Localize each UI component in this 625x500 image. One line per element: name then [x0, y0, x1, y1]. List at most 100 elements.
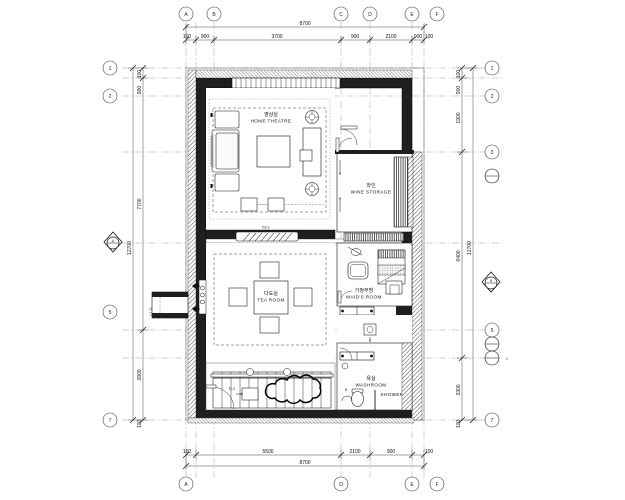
partition-note: Ɗ2-1: [262, 226, 270, 230]
bottom-wall-hatch: [187, 417, 415, 424]
dim-right-overall: 12700: [467, 241, 473, 255]
room-label-maids-room-ko: 가정부방: [355, 287, 374, 294]
washroom-note: B: [345, 388, 348, 392]
sofa: [210, 110, 240, 192]
dim-top-7: 100: [425, 34, 434, 40]
coffee-table: [256, 135, 291, 168]
dimensions-left: [128, 64, 148, 424]
room-home-theatre: 영상실 HOME THEATRE: [206, 88, 335, 230]
dim-left-4: 3900: [137, 369, 143, 380]
tea-chair: [259, 316, 280, 334]
wall-niche: [192, 279, 207, 315]
tea-chair: [259, 261, 280, 279]
left-edge-note: 1:1 Ɗ: [149, 307, 153, 316]
dim-right-5: 3300: [456, 384, 462, 395]
grid-bubble-top-4: D: [368, 12, 372, 18]
exterior-wall-hatch-right: [401, 342, 413, 411]
wine-storage-door: [335, 125, 358, 153]
wardrobe: [339, 306, 375, 316]
armchair: [347, 261, 369, 280]
grid-bubble-top-3: C: [339, 12, 343, 18]
dim-right-6: 100: [456, 420, 462, 429]
detail-callouts-right: 1: [484, 168, 508, 366]
dim-right-1: 100: [456, 70, 462, 79]
dim-top-3: 3700: [271, 34, 282, 40]
room-label-tea-room-en: TEA ROOM: [257, 298, 284, 303]
room-washroom: 욕실 WASHROOM SHOWER B: [336, 342, 413, 411]
grid-bubble-left-2: 2: [109, 94, 112, 100]
grid-bubble-left-1: 1: [109, 66, 112, 72]
room-label-shower-en: SHOWER: [380, 392, 403, 397]
room-maids-room: 가정부방 MAID'S ROOM: [336, 242, 413, 316]
dim-top-5: 2100: [385, 34, 396, 40]
grid-bubble-bottom-2: D: [339, 482, 343, 488]
grid-bubbles-left: 1 2 5 7: [102, 60, 118, 428]
dim-top-1: 100: [183, 34, 192, 40]
dim-bottom-2: 5500: [262, 449, 273, 455]
grid-bubble-left-3: 5: [109, 310, 112, 316]
corridor: [337, 315, 412, 343]
tea-chair: [293, 287, 313, 307]
dim-right-3: 1900: [456, 112, 462, 123]
room-label-wine-storage-en: WINE STORAGE: [351, 190, 391, 195]
dimensions-bottom: [182, 450, 428, 470]
stool: [240, 197, 258, 212]
dim-left-1: 100: [137, 70, 143, 79]
vanity: [339, 351, 375, 370]
grid-bubble-right-4: 5: [491, 328, 494, 334]
dim-top-overall: 8700: [299, 21, 310, 27]
tea-chair: [228, 287, 248, 307]
dim-bottom-4: 900: [387, 449, 396, 455]
left-entry-extension: [151, 291, 189, 319]
grid-bubble-top-5: E: [410, 12, 414, 18]
stair-fixture: [241, 387, 259, 401]
grid-bubble-bottom-3: E: [410, 482, 414, 488]
dimensions-right: [457, 64, 478, 424]
bed: [377, 249, 406, 285]
grid-bubble-bottom-1: A: [184, 482, 188, 488]
room-label-washroom-ko: 욕실: [366, 375, 376, 382]
grid-bubble-right-1: 1: [491, 66, 494, 72]
revision-tag: 1: [506, 357, 508, 361]
room-label-maids-room-en: MAID'S ROOM: [346, 295, 381, 300]
grid-bubble-left-4: 7: [109, 418, 112, 424]
tea-table: [253, 280, 289, 315]
wine-rack-lower: [343, 232, 405, 242]
grid-bubble-right-2: 2: [491, 94, 494, 100]
media-console: [299, 127, 322, 177]
round-side-table: [305, 110, 319, 196]
grid-bubble-top-6: F: [435, 12, 438, 18]
stool: [267, 197, 285, 212]
room-label-wine-storage-ko: 와인: [366, 182, 376, 189]
grid-bubble-top-2: B: [212, 12, 216, 18]
revision-cloud: [264, 374, 322, 405]
grid-bubble-top-1: A: [184, 12, 188, 18]
dim-left-2: 900: [137, 86, 143, 95]
room-label-home-theatre-ko: 영상실: [264, 111, 278, 118]
room-label-washroom-en: WASHROOM: [355, 383, 386, 388]
dim-left-3: 7700: [137, 198, 143, 209]
dim-right-4: 6400: [456, 250, 462, 261]
grid-bubble-right-5: 7: [491, 418, 494, 424]
bottom-wall: [196, 410, 402, 420]
dim-bottom-5: 100: [425, 449, 434, 455]
dim-right-2: 900: [456, 86, 462, 95]
section-marker-right-label: B: [490, 279, 493, 283]
section-marker-left-label: A: [112, 239, 115, 243]
grid-bubbles-top: A B C D E F: [178, 6, 445, 22]
stair-note: Ɗ-3: [229, 387, 235, 391]
room-wine-storage: 와인 WINE STORAGE: [335, 150, 414, 242]
central-partition: Ɗ2-1: [205, 226, 403, 244]
corridor-fixture: [363, 323, 377, 336]
section-marker-left: A: [103, 231, 123, 253]
room-label-tea-room-ko: 다도실: [264, 290, 278, 297]
grid-bubble-right-3: 3: [491, 150, 494, 156]
wine-rack: [393, 156, 409, 228]
room-tea-room: 다도실 TEA ROOM: [192, 243, 335, 363]
dimensions-top: [182, 23, 428, 44]
toilet: [351, 388, 364, 407]
dim-left-5: 100: [137, 420, 143, 429]
desk-item: [347, 246, 363, 256]
